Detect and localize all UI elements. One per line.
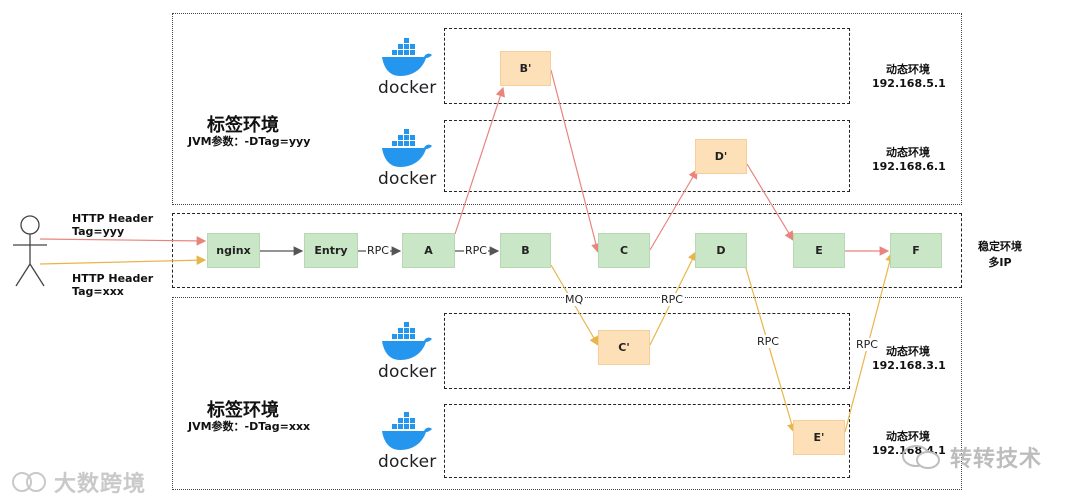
edge-client-nginx-yyy xyxy=(39,236,207,246)
docker-text: docker xyxy=(378,169,437,189)
edge-label-rpc-cprime-d: RPC xyxy=(660,293,684,306)
env-label: 动态环境 xyxy=(886,146,930,159)
top-tag-region xyxy=(172,13,962,205)
node-e[interactable]: E xyxy=(793,233,845,268)
docker-logo-top-1: docker xyxy=(378,36,436,98)
edge-dprime-e xyxy=(746,163,794,242)
env-label-top-2: 动态环境 192.168.6.1 xyxy=(872,144,946,173)
request-xxx-label: HTTP Header Tag=xxx xyxy=(72,272,153,298)
env-label: 动态环境 xyxy=(886,430,930,443)
edge-client-nginx-xxx xyxy=(39,255,207,266)
docker-text: docker xyxy=(378,362,437,382)
stable-region xyxy=(172,213,962,288)
docker-text: docker xyxy=(378,452,437,472)
bottom-region-title: 标签环境 xyxy=(207,400,279,421)
lane-bottom-2 xyxy=(444,404,850,478)
request-yyy-label: HTTP Header Tag=yyy xyxy=(72,212,153,238)
edge-label-rpc-eprime-f: RPC xyxy=(855,338,879,351)
env-label-top-1: 动态环境 192.168.5.1 xyxy=(872,61,946,90)
docker-logo-bottom-2: docker xyxy=(378,410,436,472)
edge-label-entry-a: RPC xyxy=(366,244,390,257)
lane-bottom-1 xyxy=(444,313,850,389)
docker-logo-top-2: docker xyxy=(378,127,436,189)
top-region-title: 标签环境 xyxy=(207,115,279,136)
env-ip: 192.168.5.1 xyxy=(872,77,946,90)
request-tag: Tag=xxx xyxy=(72,285,124,298)
node-d[interactable]: D xyxy=(695,233,747,268)
docker-whale-icon xyxy=(382,322,432,360)
node-a[interactable]: A xyxy=(402,233,455,268)
user-icon xyxy=(13,215,47,287)
edge-a-bprime xyxy=(454,86,505,235)
node-b[interactable]: B xyxy=(500,233,551,268)
top-region-param: JVM参数：-DTag=yyy xyxy=(188,135,311,148)
edge-label-rpc-d-eprime: RPC xyxy=(756,335,780,348)
lane-top-2 xyxy=(444,120,850,192)
node-e-prime[interactable]: E' xyxy=(793,420,845,455)
stable-env-label: 稳定环境 多IP xyxy=(972,238,1028,270)
docker-whale-icon xyxy=(382,412,432,450)
node-b-prime[interactable]: B' xyxy=(500,51,551,86)
edge-c-dprime xyxy=(649,168,698,251)
request-header: HTTP Header xyxy=(72,272,154,285)
edge-bprime-c xyxy=(550,69,601,254)
edge-label-mq: MQ xyxy=(564,293,585,306)
env-label: 动态环境 xyxy=(886,345,930,358)
node-nginx[interactable]: nginx xyxy=(207,233,260,268)
stable-label-line1: 稳定环境 xyxy=(978,240,1022,253)
node-d-prime[interactable]: D' xyxy=(695,139,747,174)
env-label-bottom-2: 动态环境 192.168.4.1 xyxy=(872,428,946,457)
env-ip: 192.168.3.1 xyxy=(872,359,946,372)
env-label-bottom-1: 动态环境 192.168.3.1 xyxy=(872,343,946,372)
wechat-icon xyxy=(902,445,940,469)
env-ip: 192.168.6.1 xyxy=(872,160,946,173)
docker-logo-bottom-1: docker xyxy=(378,320,436,382)
watermark-right-text: 转转技术 xyxy=(950,447,1043,472)
node-entry[interactable]: Entry xyxy=(304,233,358,268)
lane-top-1 xyxy=(444,28,850,104)
docker-whale-icon xyxy=(382,38,432,76)
request-tag: Tag=yyy xyxy=(72,225,125,238)
docker-whale-icon xyxy=(382,129,432,167)
node-f[interactable]: F xyxy=(890,233,942,268)
edge-d-eprime xyxy=(744,264,797,434)
watermark-left-text: 大数跨境 xyxy=(54,472,147,497)
request-header: HTTP Header xyxy=(72,212,154,225)
watermark-left: 大数跨境 xyxy=(10,466,146,498)
env-label: 动态环境 xyxy=(886,63,930,76)
watermark-right: 转转技术 xyxy=(900,441,1042,473)
node-c[interactable]: C xyxy=(598,233,650,268)
stable-label-line2: 多IP xyxy=(988,256,1012,269)
node-c-prime[interactable]: C' xyxy=(598,330,650,365)
bottom-region-param: JVM参数：-DTag=xxx xyxy=(188,420,311,433)
docker-text: docker xyxy=(378,78,437,98)
logo-icon xyxy=(12,472,46,492)
edge-label-a-b: RPC xyxy=(464,244,488,257)
